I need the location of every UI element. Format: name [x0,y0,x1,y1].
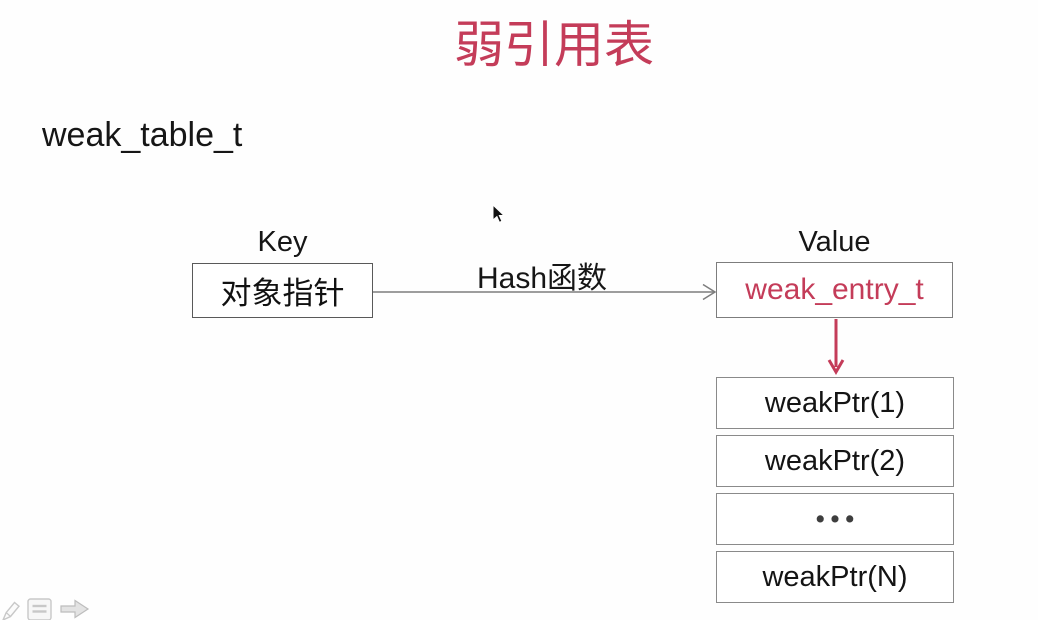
page-title: 弱引用表 [454,17,654,73]
key-node-text: 对象指针 [220,276,345,311]
mouse-pointer-icon [492,204,506,223]
slide-menu-icon[interactable] [27,598,53,620]
key-column-label: Key [257,226,308,258]
presenter-controls [1,598,90,620]
struct-name-label: weak_table_t [42,116,243,154]
hash-arrow-icon [373,283,717,301]
value-column-label: Value [798,226,871,258]
weakptr-table: weakPtr(1) weakPtr(2) ••• weakPtr(N) [716,377,954,603]
entry-to-table-arrow-icon [827,319,845,375]
table-row: weakPtr(1) [716,377,954,429]
hash-arrow-label: Hash函数 [476,262,608,295]
key-node-box: 对象指针 [192,263,373,318]
table-row: weakPtr(2) [716,435,954,487]
next-slide-arrow-icon[interactable] [60,598,90,620]
table-row-ellipsis: ••• [716,493,954,545]
value-node-box: weak_entry_t [716,262,953,318]
pencil-annotate-icon[interactable] [1,598,20,620]
value-node-text: weak_entry_t [745,273,924,306]
table-row: weakPtr(N) [716,551,954,603]
